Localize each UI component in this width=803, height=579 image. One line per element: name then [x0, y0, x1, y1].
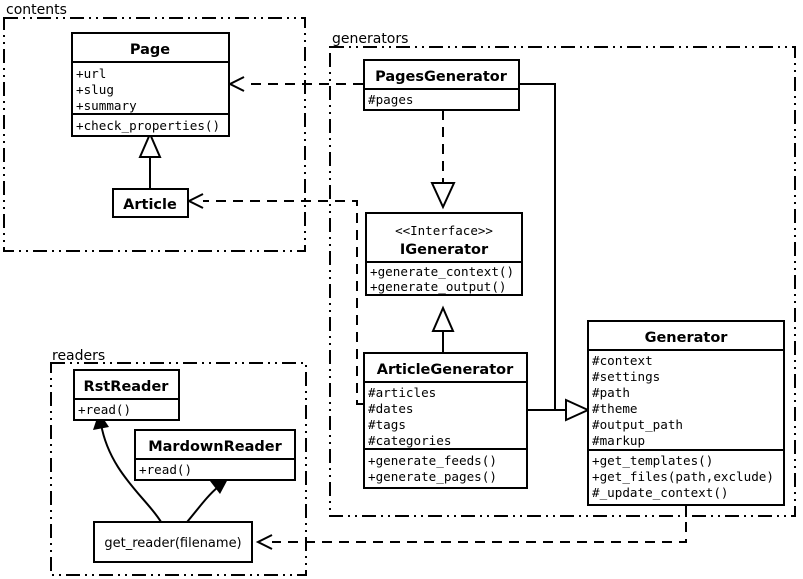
class-generator-method: +get_templates() [592, 453, 713, 468]
class-mardownreader-box [134, 429, 296, 481]
association-get-reader-to-mardownreader [181, 479, 228, 529]
class-page-attribute: +slug [76, 82, 114, 97]
class-generator-method: +get_files(path,exclude) [592, 469, 774, 484]
class-rstreader[interactable]: RstReader +read() [73, 369, 180, 421]
class-generator-attribute: #settings [592, 369, 660, 384]
class-generator-attribute: #path [592, 385, 630, 400]
class-article[interactable]: Article [112, 188, 189, 218]
class-pagesgenerator-box [363, 59, 520, 111]
package-contents-border [3, 17, 306, 252]
dependency-generator-to-get-reader [255, 505, 687, 550]
generalization-article-to-page [138, 131, 162, 189]
class-page-attribute: +url [76, 66, 106, 81]
class-generator-attribute: #output_path [592, 417, 683, 432]
class-articlegenerator-attribute: #tags [368, 417, 406, 432]
function-get-reader-box [93, 521, 253, 563]
class-articlegenerator-box [363, 352, 528, 489]
package-readers-border [50, 362, 307, 576]
package-generators: generators [329, 31, 796, 517]
class-page[interactable]: Page +url +slug +summary +check_properti… [71, 32, 230, 137]
class-article-box [112, 188, 189, 218]
package-contents-label: contents [6, 2, 67, 18]
class-mardownreader[interactable]: MardownReader +read() [134, 429, 296, 481]
class-pagesgenerator-attribute: #pages [368, 92, 414, 107]
class-articlegenerator-attribute: #categories [368, 433, 451, 448]
dependency-pagesgenerator-to-page [227, 76, 363, 92]
class-igenerator-method: +generate_output() [370, 279, 506, 294]
class-mardownreader-name: MardownReader [148, 439, 282, 455]
class-generator-method: #_update_context() [592, 485, 728, 500]
class-generator-attribute: #context [592, 353, 653, 368]
package-readers-label: readers [52, 348, 105, 364]
class-article-name: Article [123, 197, 177, 213]
class-rstreader-name: RstReader [84, 379, 170, 395]
realization-pagesgenerator-to-igenerator [430, 110, 456, 210]
generalization-articlegenerator-to-igenerator [431, 305, 455, 353]
class-igenerator[interactable]: <<Interface>> IGenerator +generate_conte… [365, 212, 523, 296]
class-page-method: +check_properties() [76, 118, 220, 133]
class-articlegenerator-attribute: #articles [368, 385, 436, 400]
class-articlegenerator-method: +generate_feeds() [368, 453, 497, 468]
class-generator-attribute: #theme [592, 401, 638, 416]
class-articlegenerator-attribute: #dates [368, 401, 414, 416]
package-generators-label: generators [332, 31, 408, 47]
dependency-articlegenerator-to-article [186, 193, 363, 405]
class-articlegenerator[interactable]: ArticleGenerator #articles #dates #tags … [363, 352, 528, 489]
class-rstreader-method: +read() [78, 402, 131, 417]
generalization-generators-to-generator [519, 83, 591, 422]
class-pagesgenerator[interactable]: PagesGenerator #pages [363, 59, 520, 111]
class-igenerator-box [365, 212, 523, 296]
function-get-reader-label: get_reader(filename) [104, 536, 241, 551]
class-page-attribute: +summary [76, 98, 137, 113]
package-generators-border [329, 46, 796, 517]
class-articlegenerator-name: ArticleGenerator [377, 362, 514, 378]
class-pagesgenerator-name: PagesGenerator [375, 69, 508, 85]
function-get-reader[interactable]: get_reader(filename) [93, 521, 253, 563]
class-generator-box [587, 320, 785, 506]
class-generator[interactable]: Generator #context #settings #path #them… [587, 320, 785, 506]
class-igenerator-stereotype: <<Interface>> [395, 223, 493, 238]
class-articlegenerator-method: +generate_pages() [368, 469, 497, 484]
class-generator-name: Generator [645, 330, 729, 346]
package-readers: readers [50, 348, 307, 576]
class-generator-attribute: #markup [592, 433, 645, 448]
class-igenerator-method: +generate_context() [370, 264, 514, 279]
class-mardownreader-method: +read() [139, 462, 192, 477]
class-igenerator-name: IGenerator [400, 242, 489, 258]
class-page-name: Page [130, 42, 170, 58]
package-contents: contents [3, 2, 306, 252]
class-page-box [71, 32, 230, 137]
class-rstreader-box [73, 369, 180, 421]
